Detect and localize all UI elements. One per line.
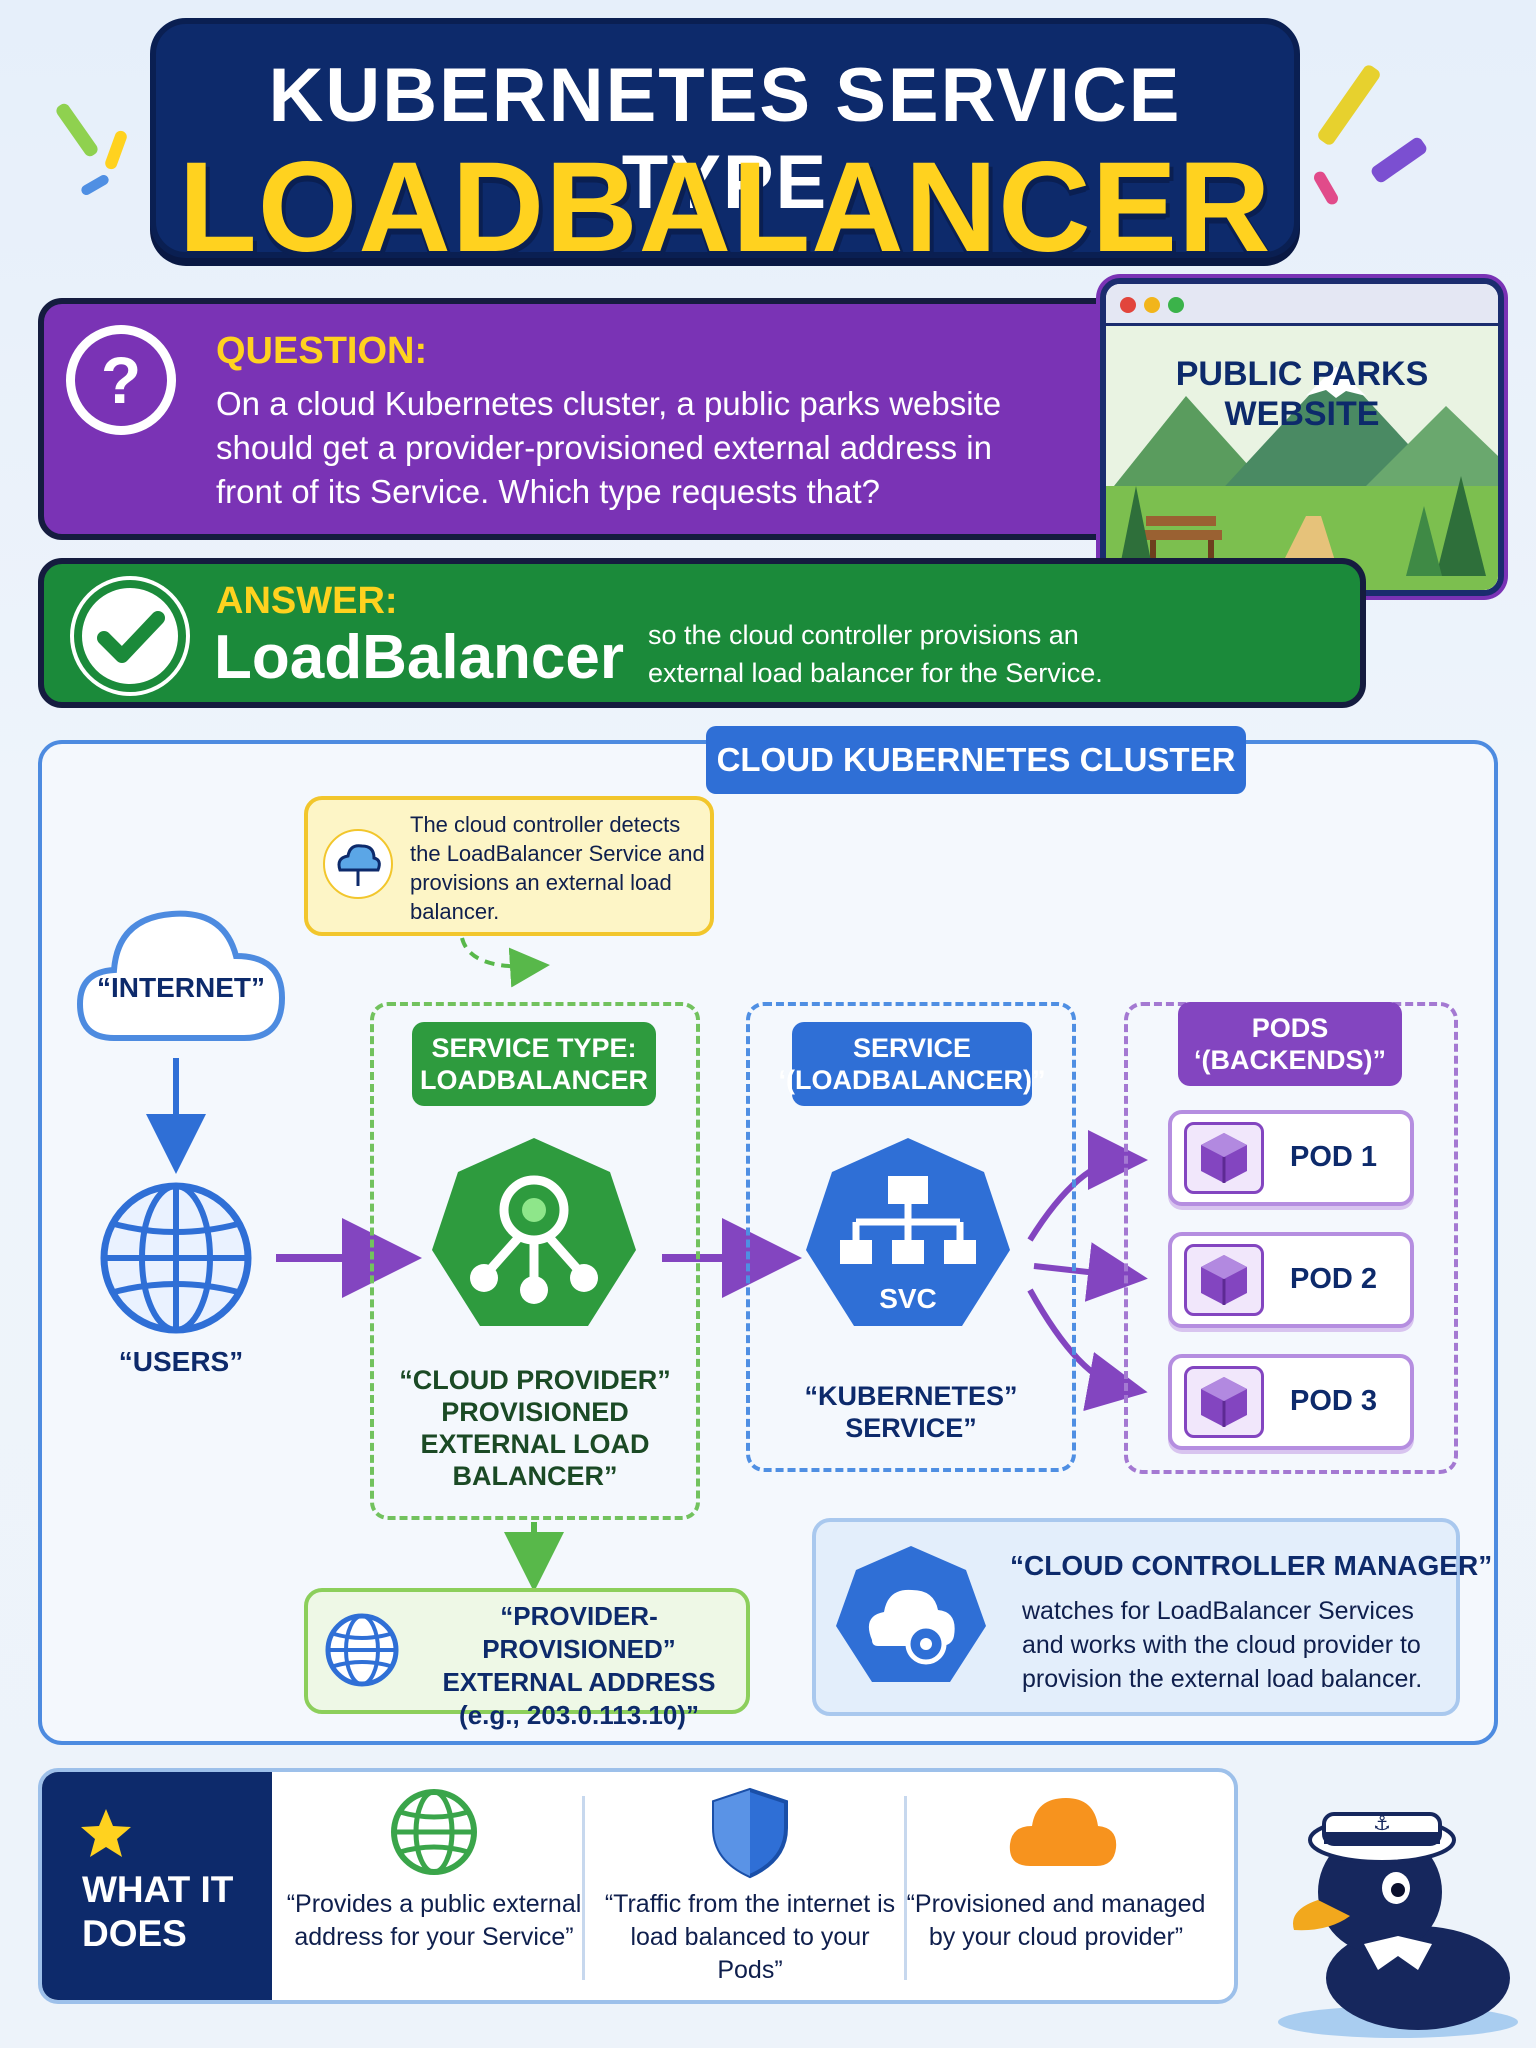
external-address-line-2: EXTERNAL ADDRESS [442, 1667, 716, 1697]
pod-label: POD 3 [1290, 1385, 1378, 1417]
question-text: On a cloud Kubernetes cluster, a public … [216, 385, 1002, 510]
pod-cube-icon [1184, 1366, 1264, 1438]
browser-bar [1106, 284, 1498, 326]
load-balancer-icon [432, 1138, 636, 1326]
cloud-icon [323, 829, 393, 899]
pod-label: POD 2 [1290, 1263, 1378, 1295]
cluster-tab: CLOUD KUBERNETES CLUSTER [706, 726, 1246, 794]
question-mark-icon: ? [66, 325, 176, 435]
feature-text: “Provides a public external address for … [286, 1890, 582, 1951]
external-address-line-1: “PROVIDER-PROVISIONED” [482, 1601, 676, 1664]
pod-label: POD 1 [1290, 1141, 1378, 1173]
ccm-description: watches for LoadBalancer Services and wo… [1022, 1597, 1423, 1693]
title-banner: KUBERNETES SERVICE TYPE LOADBALANCER [150, 18, 1300, 279]
pods-badge: PODS ‘(BACKENDS)” [1178, 1002, 1402, 1086]
users-label: “USERS” [118, 1346, 244, 1377]
star-icon [81, 1809, 131, 1857]
globe-icon [100, 1182, 252, 1334]
service-badge: SERVICE ‘(LOADBALANCER)” [779, 1022, 1046, 1106]
pod-cube-icon [1184, 1244, 1264, 1316]
internet-cloud-icon [76, 910, 286, 1041]
load-balancer-group [370, 1002, 700, 1520]
title-line-2: LOADBALANCER [178, 136, 1272, 279]
external-address-example: (e.g., 203.0.113.10)” [459, 1700, 699, 1730]
website-title-line-2: WEBSITE [1224, 395, 1380, 433]
park-landscape-illustration [1106, 326, 1498, 590]
controller-note-text: The cloud controller detects the LoadBal… [410, 812, 705, 924]
ccm-title: “CLOUD CONTROLLER MANAGER” [1010, 1550, 1493, 1581]
globe-icon [391, 1789, 477, 1875]
pod-cube-icon [1184, 1122, 1264, 1194]
cloud-icon [1009, 1798, 1117, 1866]
feature-text: “Provisioned and managed by your cloud p… [906, 1890, 1206, 1951]
answer-label: ANSWER: [216, 580, 398, 622]
svg-text:⚓: ⚓ [1373, 1811, 1391, 1835]
globe-icon [325, 1613, 399, 1687]
what-it-does-header [42, 1772, 272, 2000]
kubernetes-service-icon: SVC [806, 1138, 1010, 1326]
checkmark-icon [70, 576, 190, 696]
internet-label: “INTERNET” [97, 972, 265, 1003]
external-address-text: “PROVIDER-PROVISIONED” EXTERNAL ADDRESS … [414, 1600, 744, 1732]
service-type-badge: SERVICE TYPE: LOADBALANCER [412, 1022, 656, 1106]
svc-icon-label: SVC [879, 1283, 937, 1314]
question-label: QUESTION: [216, 330, 428, 372]
cloud-gear-icon [836, 1546, 986, 1682]
website-title-line-1: PUBLIC PARKS [1175, 355, 1429, 393]
question-panel [38, 298, 1148, 540]
window-dot-yellow [1144, 297, 1160, 313]
answer-value: LoadBalancer [214, 623, 625, 692]
title-line-1: KUBERNETES SERVICE TYPE [268, 53, 1182, 225]
divider [582, 1796, 585, 1980]
service-caption: “KUBERNETES” SERVICE” [804, 1381, 1018, 1443]
answer-panel [38, 558, 1366, 708]
what-it-does-heading: WHAT IT DOES [82, 1869, 234, 1954]
service-group [746, 1002, 1076, 1472]
shield-icon [712, 1787, 788, 1879]
window-dot-green [1168, 297, 1184, 313]
window-dot-red [1120, 297, 1136, 313]
load-balancer-caption: “CLOUD PROVIDER” PROVISIONED EXTERNAL LO… [399, 1365, 671, 1491]
sailor-duck-mascot: ⚓ [1278, 1811, 1518, 2038]
feature-text: “Traffic from the internet is load balan… [604, 1890, 896, 1984]
divider [904, 1796, 907, 1980]
website-title: PUBLIC PARKS WEBSITE [1106, 354, 1498, 434]
answer-explanation: so the cloud controller provisions an ex… [648, 620, 1103, 688]
